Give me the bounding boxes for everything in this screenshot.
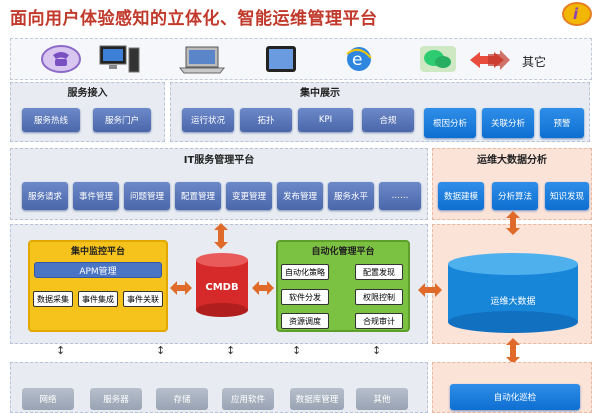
page-title: 面向用户体验感知的立体化、智能运维管理平台 — [10, 9, 378, 29]
store-inspect-arrow-icon — [506, 338, 520, 364]
infra-arrow-4-icon: ↕ — [292, 344, 302, 357]
warning-button[interactable]: 预警 — [540, 108, 584, 138]
access-control-button[interactable]: 权限控制 — [355, 289, 403, 305]
infra-storage-button[interactable]: 存储 — [156, 388, 208, 410]
logo-letter: i — [573, 5, 579, 23]
analysis-algorithm-button[interactable]: 分析算法 — [492, 182, 538, 210]
resource-scheduling-button[interactable]: 资源调度 — [281, 313, 329, 329]
itsm-item-release[interactable]: 发布管理 — [277, 182, 323, 210]
service-hotline-button[interactable]: 服务热线 — [22, 108, 80, 132]
tablet-icon — [262, 44, 300, 74]
other-label: 其它 — [522, 55, 547, 69]
infra-database-button[interactable]: 数据库管理 — [290, 388, 344, 410]
infra-server-button[interactable]: 服务器 — [90, 388, 142, 410]
service-access-title: 服务接入 — [67, 88, 108, 99]
core-bigdata-arrow-icon — [418, 282, 442, 297]
automation-policy-button[interactable]: 自动化策略 — [281, 264, 329, 280]
compliance-audit-button[interactable]: 合规审计 — [355, 313, 403, 329]
software-distribution-button[interactable]: 软件分发 — [281, 289, 329, 305]
laptop-icon — [178, 44, 226, 74]
data-modeling-button[interactable]: 数据建模 — [438, 182, 484, 210]
cmdb-automation-arrow-icon — [252, 280, 274, 295]
infra-network-button[interactable]: 网络 — [22, 388, 74, 410]
monitoring-platform-box — [28, 240, 168, 332]
infra-app-software-button[interactable]: 应用软件 — [222, 388, 274, 410]
itsm-item-problem[interactable]: 问题管理 — [124, 182, 170, 210]
itsm-item-more[interactable]: …… — [379, 182, 421, 210]
itsm-item-incident[interactable]: 事件管理 — [73, 182, 119, 210]
apm-management-button[interactable]: APM管理 — [34, 262, 162, 278]
root-cause-button[interactable]: 根因分析 — [424, 108, 476, 138]
infra-arrow-5-icon: ↕ — [372, 344, 382, 357]
itsm-title: IT服务管理平台 — [183, 155, 255, 166]
itsm-item-change[interactable]: 变更管理 — [226, 182, 272, 210]
itsm-item-service-level[interactable]: 服务水平 — [328, 182, 374, 210]
infra-arrow-1-icon: ↕ — [56, 344, 66, 357]
phone-icon — [40, 44, 82, 74]
infra-other-button[interactable]: 其他 — [356, 388, 408, 410]
ops-big-data-icon[interactable] — [446, 252, 580, 334]
ops-big-data-label: 运维大数据 — [490, 297, 536, 307]
browser-icon: e — [344, 44, 374, 74]
monitoring-title: 集中监控平台 — [70, 247, 125, 257]
knowledge-discovery-button[interactable]: 知识发现 — [545, 182, 589, 210]
monitor-cmdb-arrow-icon — [170, 280, 192, 295]
cmdb-database-icon[interactable] — [194, 252, 250, 318]
cmdb-itsm-arrow-icon — [214, 223, 228, 249]
correlation-button[interactable]: 关联分析 — [482, 108, 534, 138]
central-display-title: 集中展示 — [300, 88, 340, 99]
run-status-button[interactable]: 运行状况 — [182, 108, 234, 132]
data-collection-button[interactable]: 数据采集 — [33, 291, 73, 307]
topology-button[interactable]: 拓扑 — [240, 108, 292, 132]
event-correlation-button[interactable]: 事件关联 — [123, 291, 163, 307]
automation-title: 自动化管理平台 — [311, 247, 375, 257]
svg-text:e: e — [352, 50, 362, 70]
itsm-item-config[interactable]: 配置管理 — [175, 182, 221, 210]
analysis-store-arrow-icon — [506, 211, 520, 235]
wechat-icon — [418, 44, 458, 74]
compliance-button[interactable]: 合规 — [362, 108, 414, 132]
event-integration-button[interactable]: 事件集成 — [78, 291, 118, 307]
auto-inspection-button[interactable]: 自动化巡检 — [450, 384, 580, 410]
service-portal-button[interactable]: 服务门户 — [93, 108, 151, 132]
desktop-icon — [98, 44, 142, 74]
big-data-analysis-title: 运维大数据分析 — [477, 155, 547, 166]
infra-arrow-3-icon: ↕ — [226, 344, 236, 357]
logo-icon: i — [562, 2, 592, 26]
itsm-item-service-request[interactable]: 服务请求 — [22, 182, 68, 210]
kpi-button[interactable]: KPI — [298, 108, 353, 132]
config-discovery-button[interactable]: 配置发现 — [355, 264, 403, 280]
cmdb-label: CMDB — [205, 282, 239, 293]
infra-arrow-2-icon: ↕ — [156, 344, 166, 357]
other-icon — [470, 50, 520, 70]
